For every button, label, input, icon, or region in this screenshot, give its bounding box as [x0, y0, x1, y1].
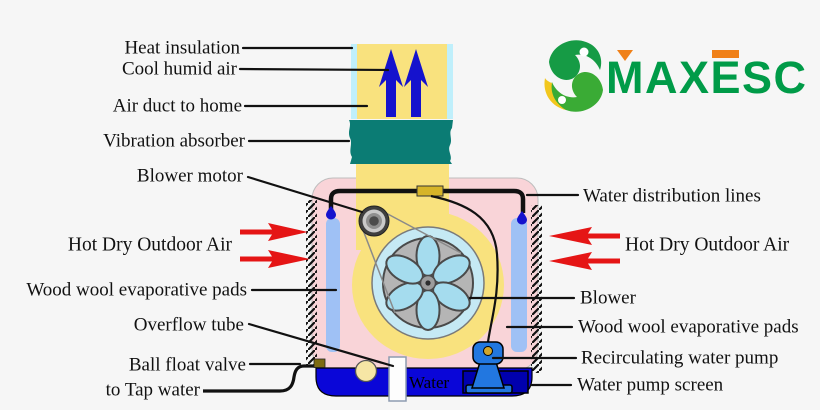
cool-air-arrows-icon	[379, 49, 428, 117]
heat-insulation-strip-right	[447, 44, 453, 119]
label-hot-dry-air-right: Hot Dry Outdoor Air	[625, 234, 790, 256]
line-fitting	[416, 185, 444, 197]
evaporative-pad-right	[511, 218, 527, 352]
logo-e-accent	[712, 50, 739, 58]
ball-float	[354, 359, 378, 383]
label-water-pump-screen: Water pump screen	[577, 374, 724, 396]
label-blower-motor: Blower motor	[136, 165, 243, 187]
up-arrow-icon	[404, 49, 428, 117]
swirl-s-icon	[544, 40, 603, 112]
ball-float-valve-shape	[313, 358, 326, 368]
label-air-duct-to-home: Air duct to home	[112, 95, 242, 117]
wheel-axle	[425, 280, 431, 286]
pump-cap	[483, 346, 493, 356]
left-arrow-icon	[549, 227, 620, 245]
right-arrow-icon	[240, 223, 308, 241]
water-droplets-icon	[326, 206, 527, 225]
label-overflow-tube: Overflow tube	[133, 314, 244, 336]
logo-wordmark: MAXESC	[606, 52, 808, 103]
label-heat-insulation: Heat insulation	[124, 37, 240, 59]
label-water-distribution-lines: Water distribution lines	[583, 185, 761, 207]
label-vibration-absorber: Vibration absorber	[103, 130, 245, 152]
right-inlet-hatch-icon	[531, 205, 542, 373]
hot-air-arrows-icon	[240, 223, 620, 270]
logo-m-accent	[617, 50, 633, 61]
label-cool-humid-air: Cool humid air	[121, 58, 237, 80]
pump-hose	[430, 194, 499, 343]
label-hot-dry-air-left: Hot Dry Outdoor Air	[67, 234, 232, 256]
drive-belt	[362, 211, 462, 314]
left-arrow-icon	[549, 252, 620, 270]
air-duct-shape	[357, 44, 447, 119]
up-arrow-icon	[379, 49, 403, 117]
vibration-absorber-shape	[349, 120, 453, 164]
label-to-tap-water: to Tap water	[105, 379, 200, 401]
label-pads-right: Wood wool evaporative pads	[578, 316, 799, 338]
label-lines	[238, 46, 580, 387]
heat-insulation-strip-left	[351, 44, 357, 119]
label-pads-left: Wood wool evaporative pads	[26, 279, 247, 301]
overflow-tube-shape	[388, 356, 407, 402]
label-ball-float-valve: Ball float valve	[128, 354, 246, 376]
tap-water-pipe	[203, 364, 316, 393]
label-blower: Blower	[580, 287, 636, 309]
evaporative-pad-left	[326, 218, 340, 352]
blower-motor-shape	[358, 205, 390, 237]
left-inlet-hatch-icon	[306, 200, 317, 365]
label-recirculating-pump: Recirculating water pump	[581, 347, 779, 369]
right-arrow-icon	[240, 250, 310, 268]
maxesc-logo: MAXESC	[544, 40, 808, 112]
tank-water-text: Water	[409, 373, 450, 392]
